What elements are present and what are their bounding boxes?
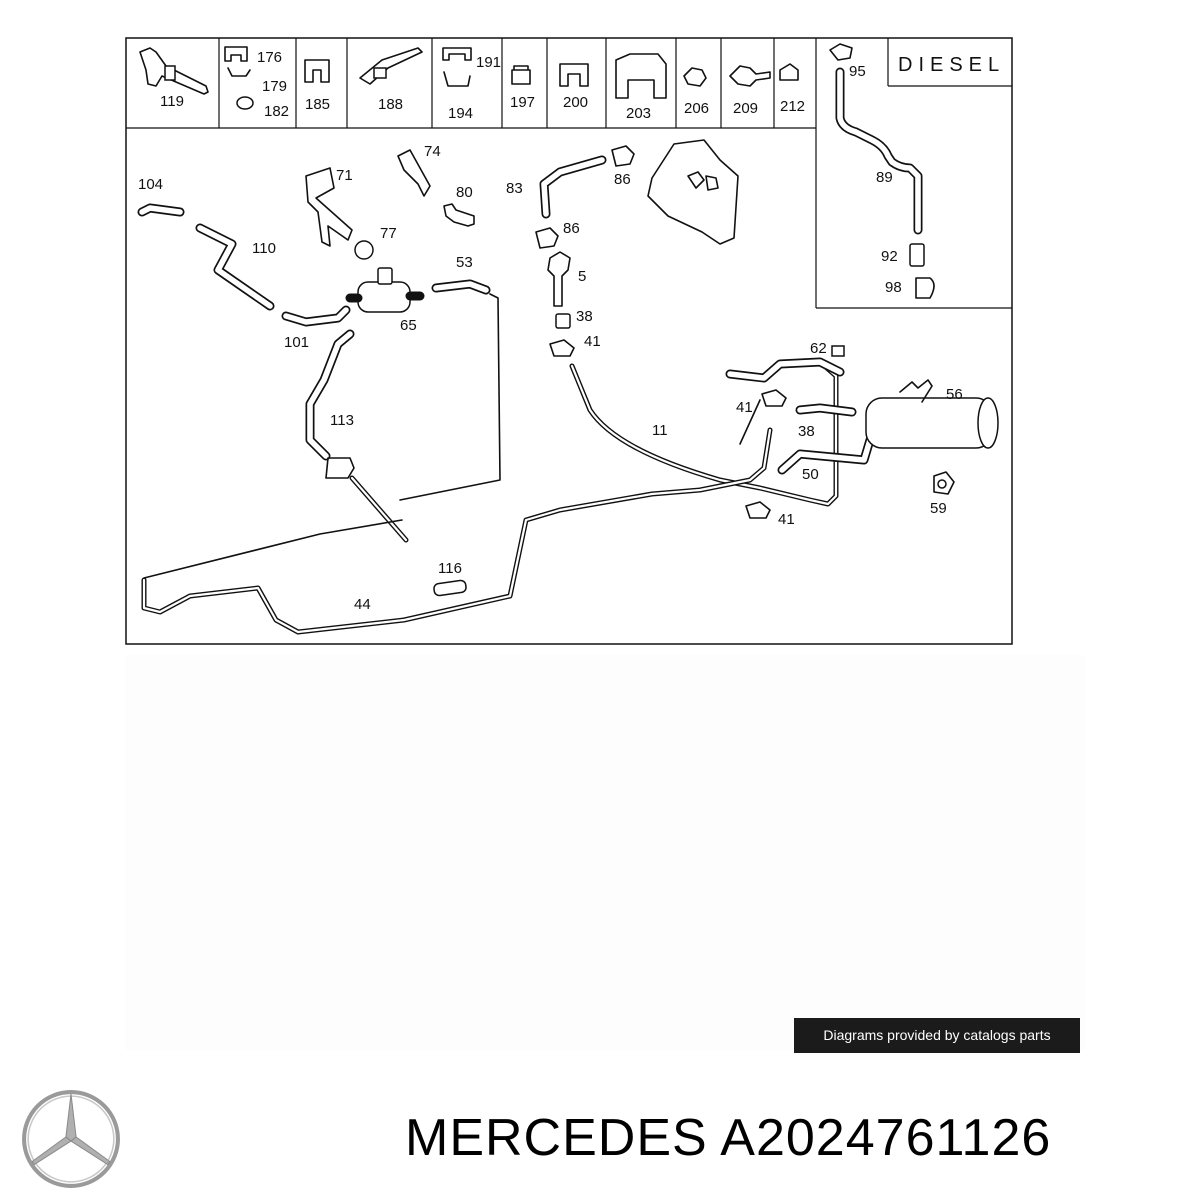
callout-5: 5 xyxy=(578,268,586,285)
label-197: 197 xyxy=(510,94,535,111)
label-191: 191 xyxy=(476,54,501,71)
label-206: 206 xyxy=(684,100,709,117)
callout-41-bottom: 41 xyxy=(778,511,795,528)
callout-38-top: 38 xyxy=(576,308,593,325)
label-185: 185 xyxy=(305,96,330,113)
label-212: 212 xyxy=(780,98,805,115)
label-194: 194 xyxy=(448,105,473,122)
callout-56: 56 xyxy=(946,386,963,403)
inset-labels: DIESEL 95 89 92 98 xyxy=(849,54,1005,296)
callout-110: 110 xyxy=(252,240,276,257)
label-176: 176 xyxy=(257,49,282,66)
label-95: 95 xyxy=(849,63,866,80)
callout-41-top: 41 xyxy=(584,333,601,350)
header-part-numbers: 119 176 179 182 185 188 191 194 197 200 … xyxy=(160,49,805,122)
label-209: 209 xyxy=(733,100,758,117)
diagram-frame xyxy=(125,37,1013,645)
label-98: 98 xyxy=(885,279,902,296)
callout-104: 104 xyxy=(138,176,163,193)
callout-41-mid: 41 xyxy=(736,399,753,416)
callout-74: 74 xyxy=(424,143,441,160)
callout-38-right: 38 xyxy=(798,423,815,440)
callout-65: 65 xyxy=(400,317,417,334)
callout-113: 113 xyxy=(330,412,354,429)
callout-62: 62 xyxy=(810,340,827,357)
callout-77: 77 xyxy=(380,225,397,242)
callout-53: 53 xyxy=(456,254,473,271)
part-title: MERCEDES A2024761126 xyxy=(405,1109,1052,1167)
callout-83: 83 xyxy=(506,180,523,197)
diagram-credit-banner: Diagrams provided by catalogs parts xyxy=(794,1018,1080,1053)
label-92: 92 xyxy=(881,248,898,265)
label-188: 188 xyxy=(378,96,403,113)
watermark-area xyxy=(125,655,1085,1050)
label-200: 200 xyxy=(563,94,588,111)
label-182: 182 xyxy=(264,103,289,120)
label-89: 89 xyxy=(876,169,893,186)
label-203: 203 xyxy=(626,105,651,122)
callout-116: 116 xyxy=(438,560,462,577)
callout-labels: 104 110 101 71 74 80 77 65 53 113 83 86 … xyxy=(138,143,963,613)
callout-86-top: 86 xyxy=(614,171,631,188)
callout-80: 80 xyxy=(456,184,473,201)
main-diagram-parts xyxy=(137,139,999,635)
callout-44: 44 xyxy=(354,596,371,613)
inset-parts xyxy=(829,43,935,299)
callout-50: 50 xyxy=(802,466,819,483)
callout-59: 59 xyxy=(930,500,947,517)
callout-71: 71 xyxy=(336,167,353,184)
mercedes-star-logo xyxy=(22,1090,120,1188)
label-179: 179 xyxy=(262,78,287,95)
header-part-icons xyxy=(139,46,799,110)
callout-86: 86 xyxy=(563,220,580,237)
label-119: 119 xyxy=(160,93,184,110)
callout-101: 101 xyxy=(284,334,309,351)
callout-11: 11 xyxy=(652,422,668,439)
diesel-label: DIESEL xyxy=(898,54,1005,76)
